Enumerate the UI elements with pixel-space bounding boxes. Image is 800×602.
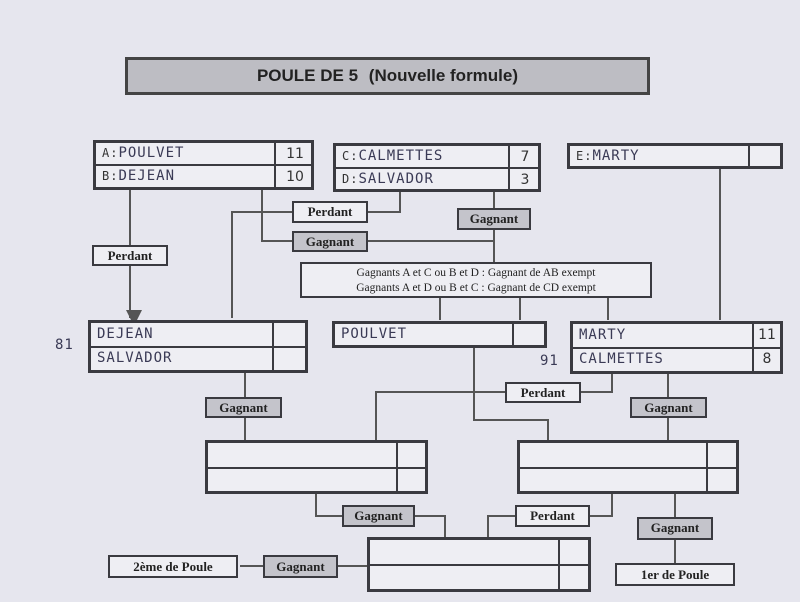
r2-left-player2: SALVADOR <box>97 350 173 366</box>
match-left-r2: DEJEAN SALVADOR <box>88 320 308 373</box>
r2-middle-player1: POULVET <box>341 326 408 342</box>
r2-right-player2: CALMETTES <box>579 351 664 367</box>
player-c-score: 7 <box>520 149 530 165</box>
player-b-label: B: <box>102 169 119 183</box>
label-gagnant-cd: Gagnant <box>457 208 531 230</box>
result-second-place: 2ème de Poule <box>108 555 238 578</box>
label-gagnant-r3-right: Gagnant <box>637 517 713 540</box>
match-ab: A:POULVET 11 B:DEJEAN 10 <box>93 140 314 190</box>
match-r3-right <box>517 440 739 494</box>
player-b-score: 10 <box>286 169 304 185</box>
player-d-label: D: <box>342 172 359 186</box>
label-perdant-ab: Perdant <box>92 245 168 266</box>
label-perdant-r3-right: Perdant <box>515 505 590 527</box>
r2-right-score2: 8 <box>762 351 772 367</box>
note-81: 81 <box>55 337 74 353</box>
result-first-place: 1er de Poule <box>615 563 735 586</box>
player-b-name: DEJEAN <box>118 168 176 184</box>
match-right-r2: MARTY 11 CALMETTES 8 <box>570 321 783 374</box>
label-gagnant-r2-left: Gagnant <box>205 397 282 418</box>
player-a-label: A: <box>102 146 119 160</box>
r2-left-player1: DEJEAN <box>97 326 154 342</box>
page-title-box: POULE DE 5 (Nouvelle formule) <box>125 57 650 95</box>
player-e-box: E:MARTY <box>567 143 783 169</box>
r2-right-player1: MARTY <box>579 327 627 343</box>
player-d-score: 3 <box>520 172 530 188</box>
player-e-label: E: <box>576 149 593 163</box>
label-gagnant-ab: Gagnant <box>292 231 368 252</box>
label-gagnant-final: Gagnant <box>263 555 338 578</box>
match-cd: C:CALMETTES 7 D:SALVADOR 3 <box>333 143 541 192</box>
r2-right-score1: 11 <box>758 327 776 343</box>
label-gagnant-r2-right: Gagnant <box>630 397 707 418</box>
page-subtitle: (Nouvelle formule) <box>368 66 519 85</box>
note-91: 91 <box>540 353 559 369</box>
player-c-name: CALMETTES <box>358 148 444 164</box>
page-title: POULE DE 5 <box>256 66 359 85</box>
player-c-label: C: <box>342 149 359 163</box>
match-middle-r2: POULVET <box>332 321 547 348</box>
match-final <box>367 537 591 592</box>
label-perdant-r2: Perdant <box>505 382 581 403</box>
label-gagnant-r3-left: Gagnant <box>342 505 415 527</box>
player-e-name: MARTY <box>592 148 640 164</box>
player-a-score: 11 <box>286 146 304 162</box>
rule-line-1: Gagnants A et C ou B et D : Gagnant de A… <box>356 267 596 279</box>
player-a-name: POULVET <box>118 145 185 161</box>
rule-line-2: Gagnants A et D ou B et C : Gagnant de C… <box>356 282 596 294</box>
rule-box: Gagnants A et C ou B et D : Gagnant de A… <box>300 262 652 298</box>
label-perdant-cd: Perdant <box>292 201 368 223</box>
player-d-name: SALVADOR <box>358 171 434 187</box>
match-r3-left <box>205 440 428 494</box>
